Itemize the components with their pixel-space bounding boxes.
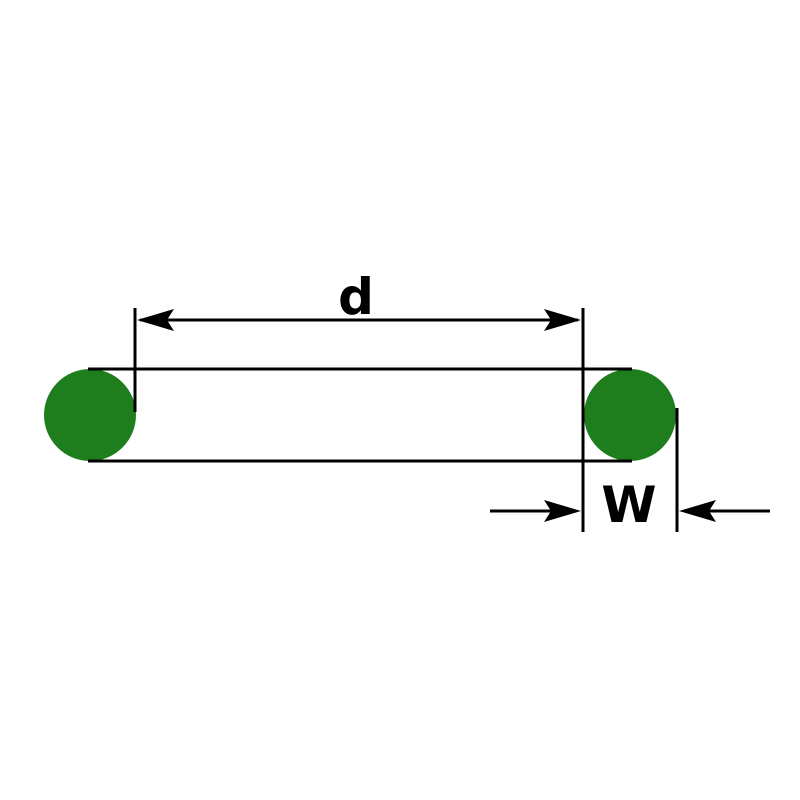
dimension-w-label: W	[601, 476, 656, 534]
dimension-d-label: d	[338, 268, 374, 326]
oring-cross-section-right	[584, 369, 676, 461]
dimension-w-arrowhead-left-icon	[544, 500, 581, 522]
oring-cross-section-left	[44, 369, 136, 461]
dimension-w-arrowhead-right-icon	[679, 500, 716, 522]
dimension-d-arrowhead-right-icon	[544, 309, 581, 331]
dimension-d-arrowhead-left-icon	[137, 309, 174, 331]
